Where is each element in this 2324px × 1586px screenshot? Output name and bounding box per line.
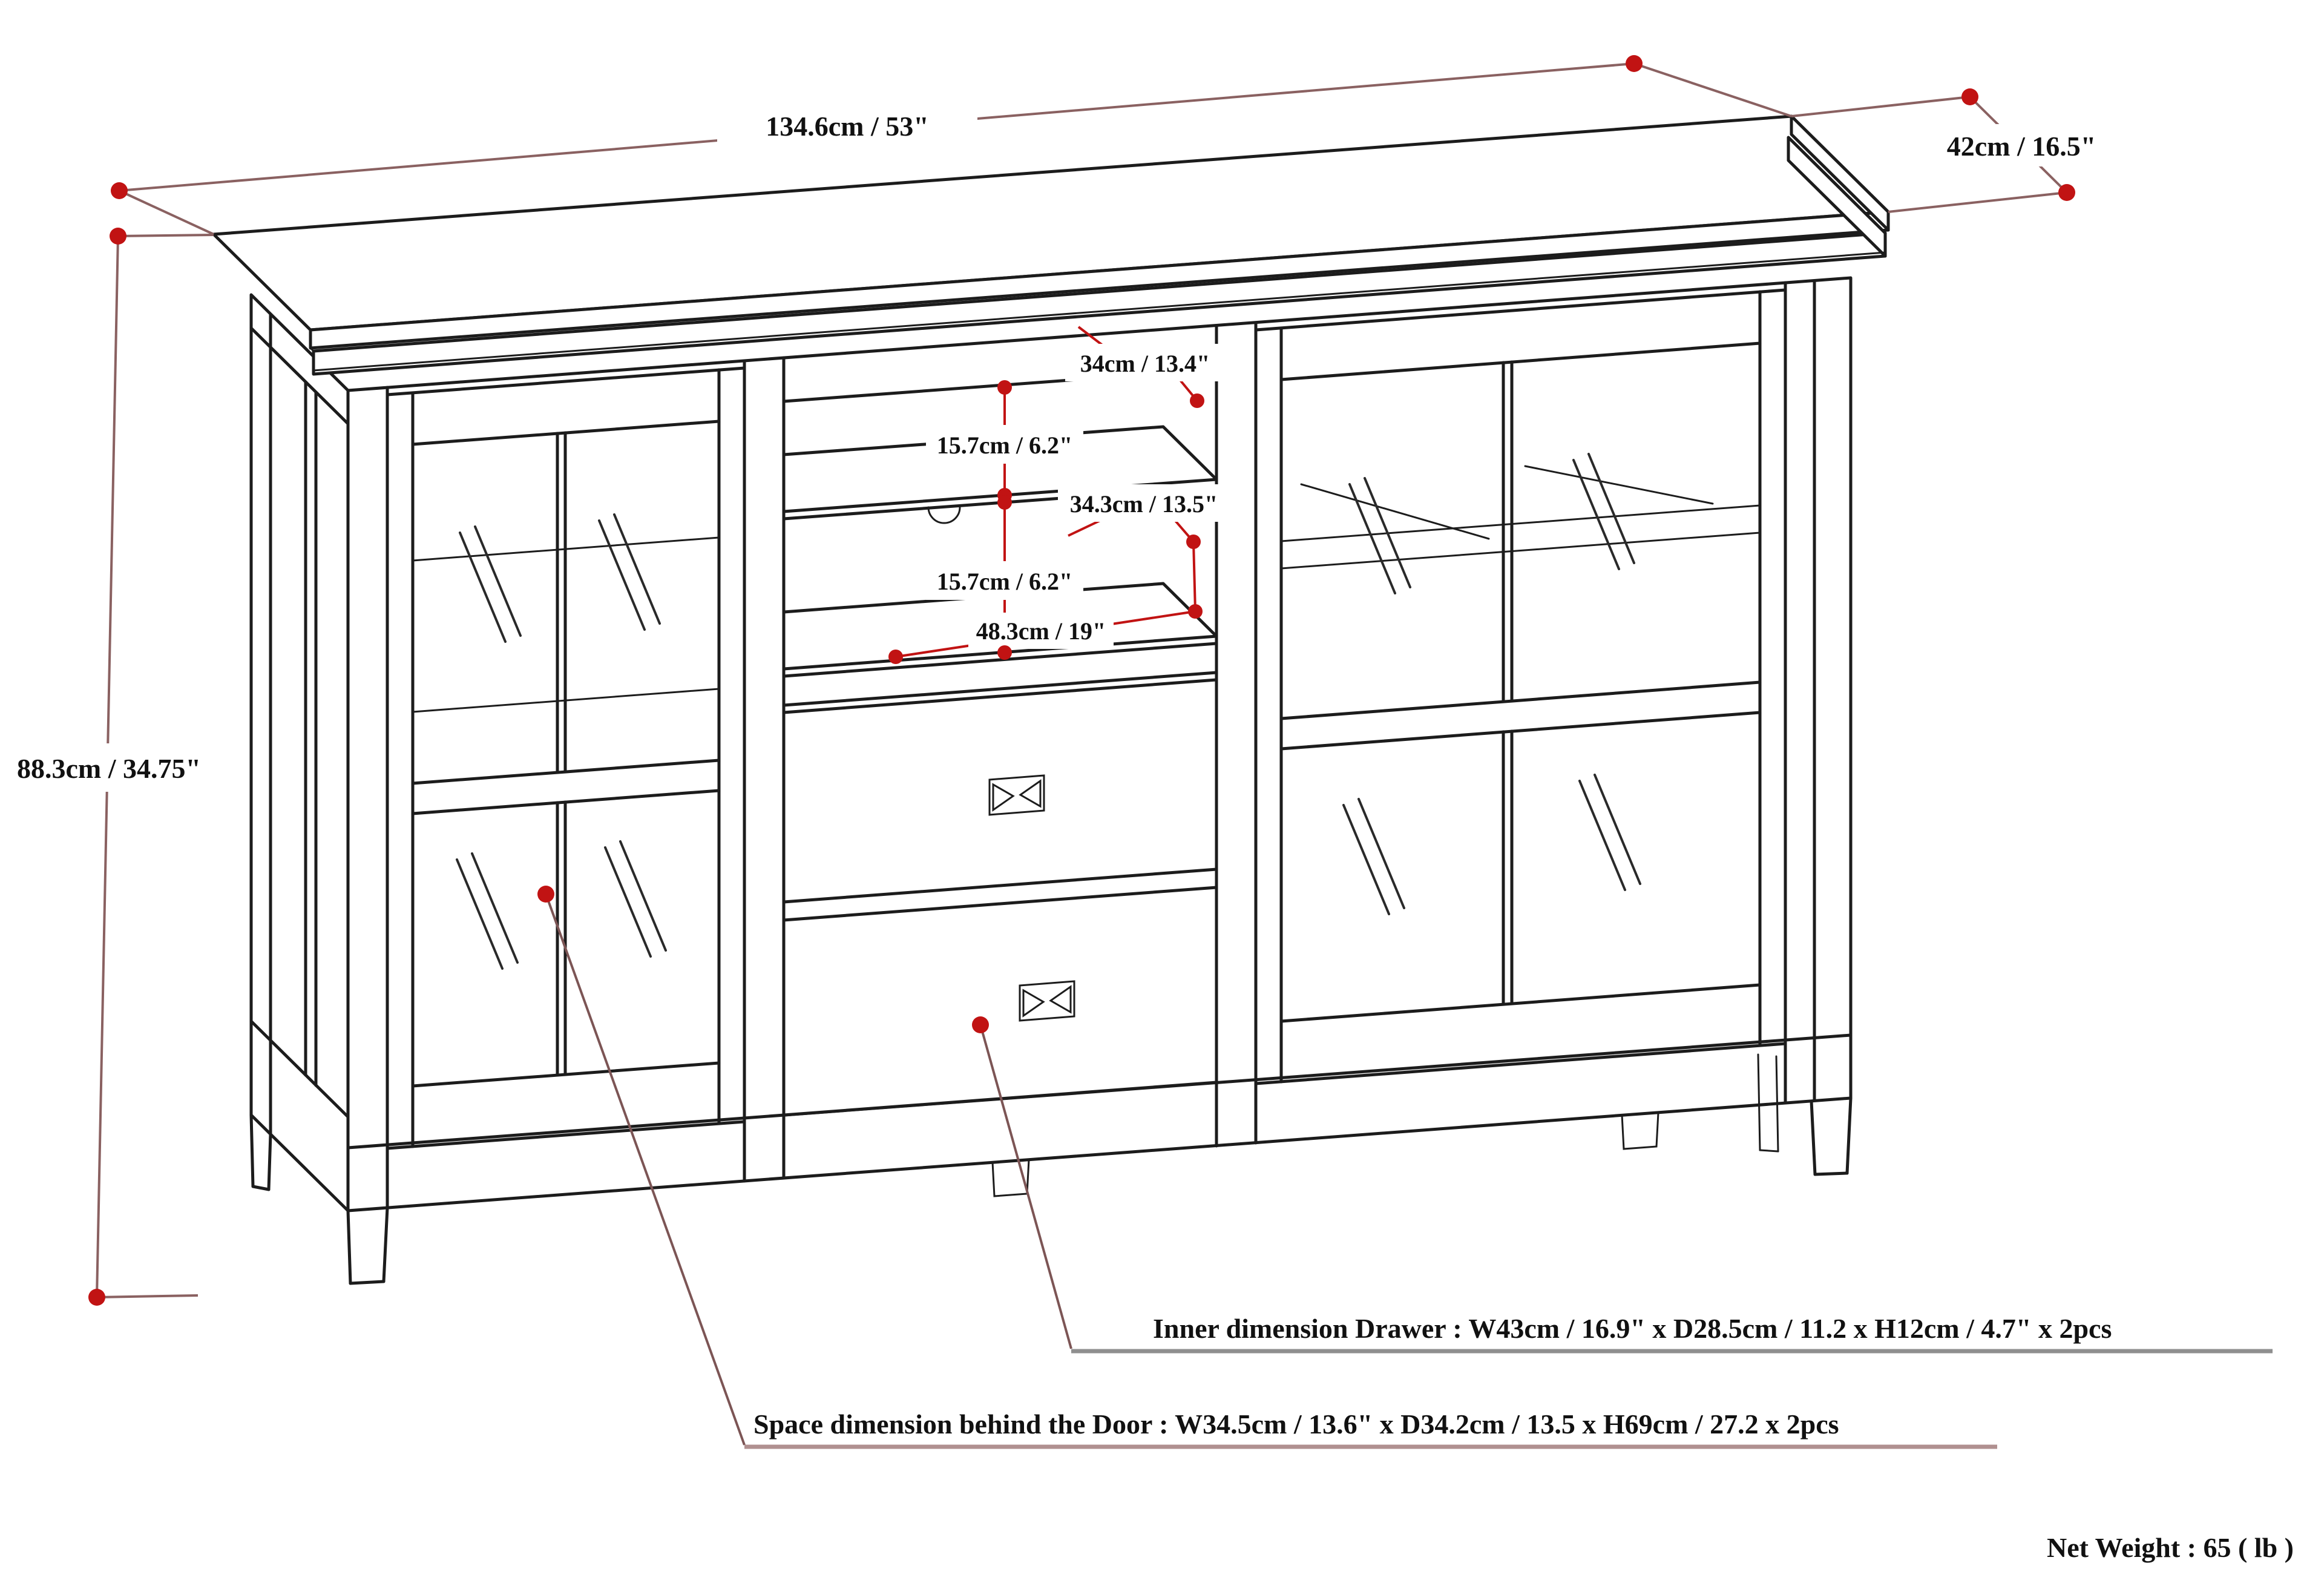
net-weight-note: Net Weight : 65 ( lb ) <box>2047 1532 2294 1563</box>
notes: Inner dimension Drawer : W43cm / 16.9" x… <box>753 1313 2294 1563</box>
cable-hole <box>927 506 961 524</box>
note-leaders <box>545 893 2273 1449</box>
door-space-note: Space dimension behind the Door : W34.5c… <box>753 1409 1839 1440</box>
drawer-inner-note: Inner dimension Drawer : W43cm / 16.9" x… <box>1153 1313 2112 1344</box>
cabinet-drawing <box>212 114 1890 1285</box>
upper-gap-label: 15.7cm / 6.2" <box>937 432 1072 459</box>
width-label: 134.6cm / 53" <box>766 111 929 142</box>
depth-label: 42cm / 16.5" <box>1947 131 2096 162</box>
lower-gap-label: 15.7cm / 6.2" <box>937 568 1072 595</box>
right-glass-door <box>1254 288 1787 1085</box>
dimension-annotations: 134.6cm / 53" 42cm / 16.5" 88.3cm / 34.7… <box>3 55 2273 1449</box>
drawer-lower <box>782 886 1218 1117</box>
lower-compartment-depth-label: 34.3cm / 13.5" <box>1070 490 1218 518</box>
drawer-upper-handle <box>988 774 1045 816</box>
right-door-glass-marks <box>1342 453 1641 915</box>
left-glass-door <box>386 366 746 1150</box>
center-width-label: 48.3cm / 19" <box>976 617 1106 645</box>
top-shelf-depth-label: 34cm / 13.4" <box>1080 350 1210 377</box>
dimension-endpoint-dots <box>88 55 2075 1306</box>
cabinet-left-side-panel <box>249 293 350 1213</box>
drawer-upper <box>782 678 1218 904</box>
left-door-glass-marks <box>456 513 667 970</box>
height-label: 88.3cm / 34.75" <box>17 753 201 784</box>
drawer-lower-handle <box>1019 980 1075 1022</box>
cabinet-top <box>212 114 1890 376</box>
